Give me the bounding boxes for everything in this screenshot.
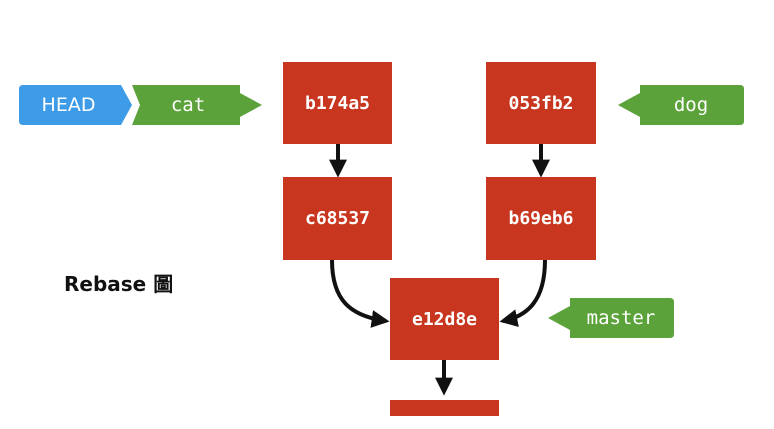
commit-b69eb6[interactable]: b69eb6 xyxy=(486,177,596,260)
branch-cat-label: cat xyxy=(170,94,206,116)
branch-master[interactable]: master xyxy=(546,298,674,338)
commit-c68537-hash: c68537 xyxy=(304,208,371,229)
edge-c68537-e12d8e xyxy=(330,259,390,328)
branch-cat[interactable]: cat xyxy=(132,85,262,125)
commit-b174a5-hash: b174a5 xyxy=(304,92,371,114)
commit-c68537[interactable]: c68537 xyxy=(283,177,392,260)
branch-master-label: master xyxy=(586,307,656,329)
commit-parent-stub xyxy=(390,400,499,416)
branch-dog-shape xyxy=(618,85,744,125)
branch-dog-label: dog xyxy=(673,94,709,116)
head-label: HEAD xyxy=(19,85,132,125)
diagram-caption: Rebase 圖 xyxy=(64,272,174,296)
commit-e12d8e[interactable]: e12d8e xyxy=(390,278,499,360)
edge-b69eb6-e12d8e xyxy=(499,259,547,327)
head-label-text: HEAD xyxy=(41,94,96,116)
head-tag-shape xyxy=(19,85,132,125)
branch-master-shape xyxy=(548,298,674,338)
commit-053fb2-hash: 053fb2 xyxy=(508,92,574,114)
commit-b69eb6-hash: b69eb6 xyxy=(508,208,574,229)
commit-e12d8e-hash: e12d8e xyxy=(411,308,478,330)
branch-cat-shape xyxy=(132,85,262,125)
commit-053fb2[interactable]: 053fb2 xyxy=(486,62,596,144)
branch-dog[interactable]: dog xyxy=(616,85,744,125)
commit-b174a5[interactable]: b174a5 xyxy=(283,62,392,144)
